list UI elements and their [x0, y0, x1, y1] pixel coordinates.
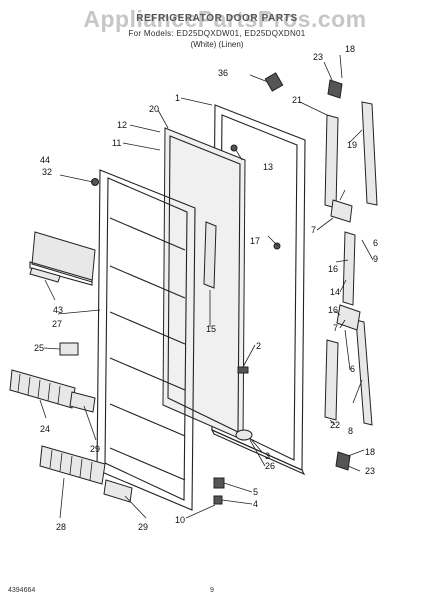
- callout-36: 36: [218, 68, 228, 78]
- callout-5: 5: [253, 487, 258, 497]
- callout-28: 28: [56, 522, 66, 532]
- part-36: [264, 72, 284, 92]
- callout-29a: 29: [90, 444, 100, 454]
- part-26: [235, 429, 253, 441]
- callout-10: 10: [175, 515, 185, 525]
- callout-4: 4: [253, 499, 258, 509]
- shelf-rail-lower: [39, 445, 133, 503]
- callout-23a: 23: [313, 52, 323, 62]
- callout-21: 21: [292, 95, 302, 105]
- callout-24: 24: [40, 424, 50, 434]
- callout-20: 20: [149, 104, 159, 114]
- color-codes-line: (White) (Linen): [190, 40, 244, 49]
- callout-18b: 18: [365, 447, 375, 457]
- callout-26: 26: [265, 461, 275, 471]
- screw-17: [273, 242, 281, 250]
- callout-14: 14: [330, 287, 340, 297]
- callout-16b: 16: [328, 305, 338, 315]
- door-liner: [96, 169, 196, 511]
- callout-numbers: 1 2 3 4 5 6 6 7 7 8 9 10 11 12 13 14 15 …: [34, 44, 378, 532]
- callout-3: 3: [265, 451, 270, 461]
- page-number: 9: [210, 587, 214, 594]
- screw-13: [230, 144, 238, 152]
- callout-16a: 16: [328, 264, 338, 274]
- diagram-title: REFRIGERATOR DOOR PARTS: [136, 13, 298, 24]
- callout-27: 27: [52, 319, 62, 329]
- callout-17: 17: [250, 236, 260, 246]
- hinge-parts: [327, 79, 361, 471]
- watermark-logo: AppliancePartsPros.com: [83, 6, 367, 32]
- part-5: [213, 477, 225, 489]
- callout-6b: 6: [350, 364, 355, 374]
- callout-13: 13: [263, 162, 273, 172]
- right-side-rails: [324, 101, 378, 426]
- part-2: [237, 366, 249, 374]
- callout-44: 44: [40, 155, 50, 165]
- diagram-part-number: 4394664: [8, 587, 36, 594]
- callout-8: 8: [348, 426, 353, 436]
- callout-43: 43: [53, 305, 63, 315]
- label-card: [59, 342, 79, 356]
- callout-32: 32: [42, 167, 52, 177]
- callout-15: 15: [206, 324, 216, 334]
- callout-29b: 29: [138, 522, 148, 532]
- callout-11: 11: [112, 138, 121, 148]
- callout-7a: 7: [311, 225, 316, 235]
- callout-7b: 7: [333, 323, 338, 333]
- models-line: For Models: ED25DQXDW01, ED25DQXDN01: [128, 29, 306, 38]
- dairy-bin: [29, 231, 96, 286]
- callout-2: 2: [256, 341, 261, 351]
- shelf-rail-upper: [9, 369, 96, 413]
- door-handle-trim: [203, 221, 217, 289]
- callout-19: 19: [347, 140, 357, 150]
- callout-6a: 6: [373, 238, 378, 248]
- callout-18a: 18: [345, 44, 355, 54]
- callout-25: 25: [34, 343, 44, 353]
- callout-9: 9: [373, 254, 378, 264]
- callout-1: 1: [175, 93, 180, 103]
- callout-12: 12: [117, 120, 127, 130]
- leader-lines: [39, 54, 374, 519]
- callout-23b: 23: [365, 466, 375, 476]
- part-4: [213, 495, 223, 505]
- callout-22: 22: [330, 420, 340, 430]
